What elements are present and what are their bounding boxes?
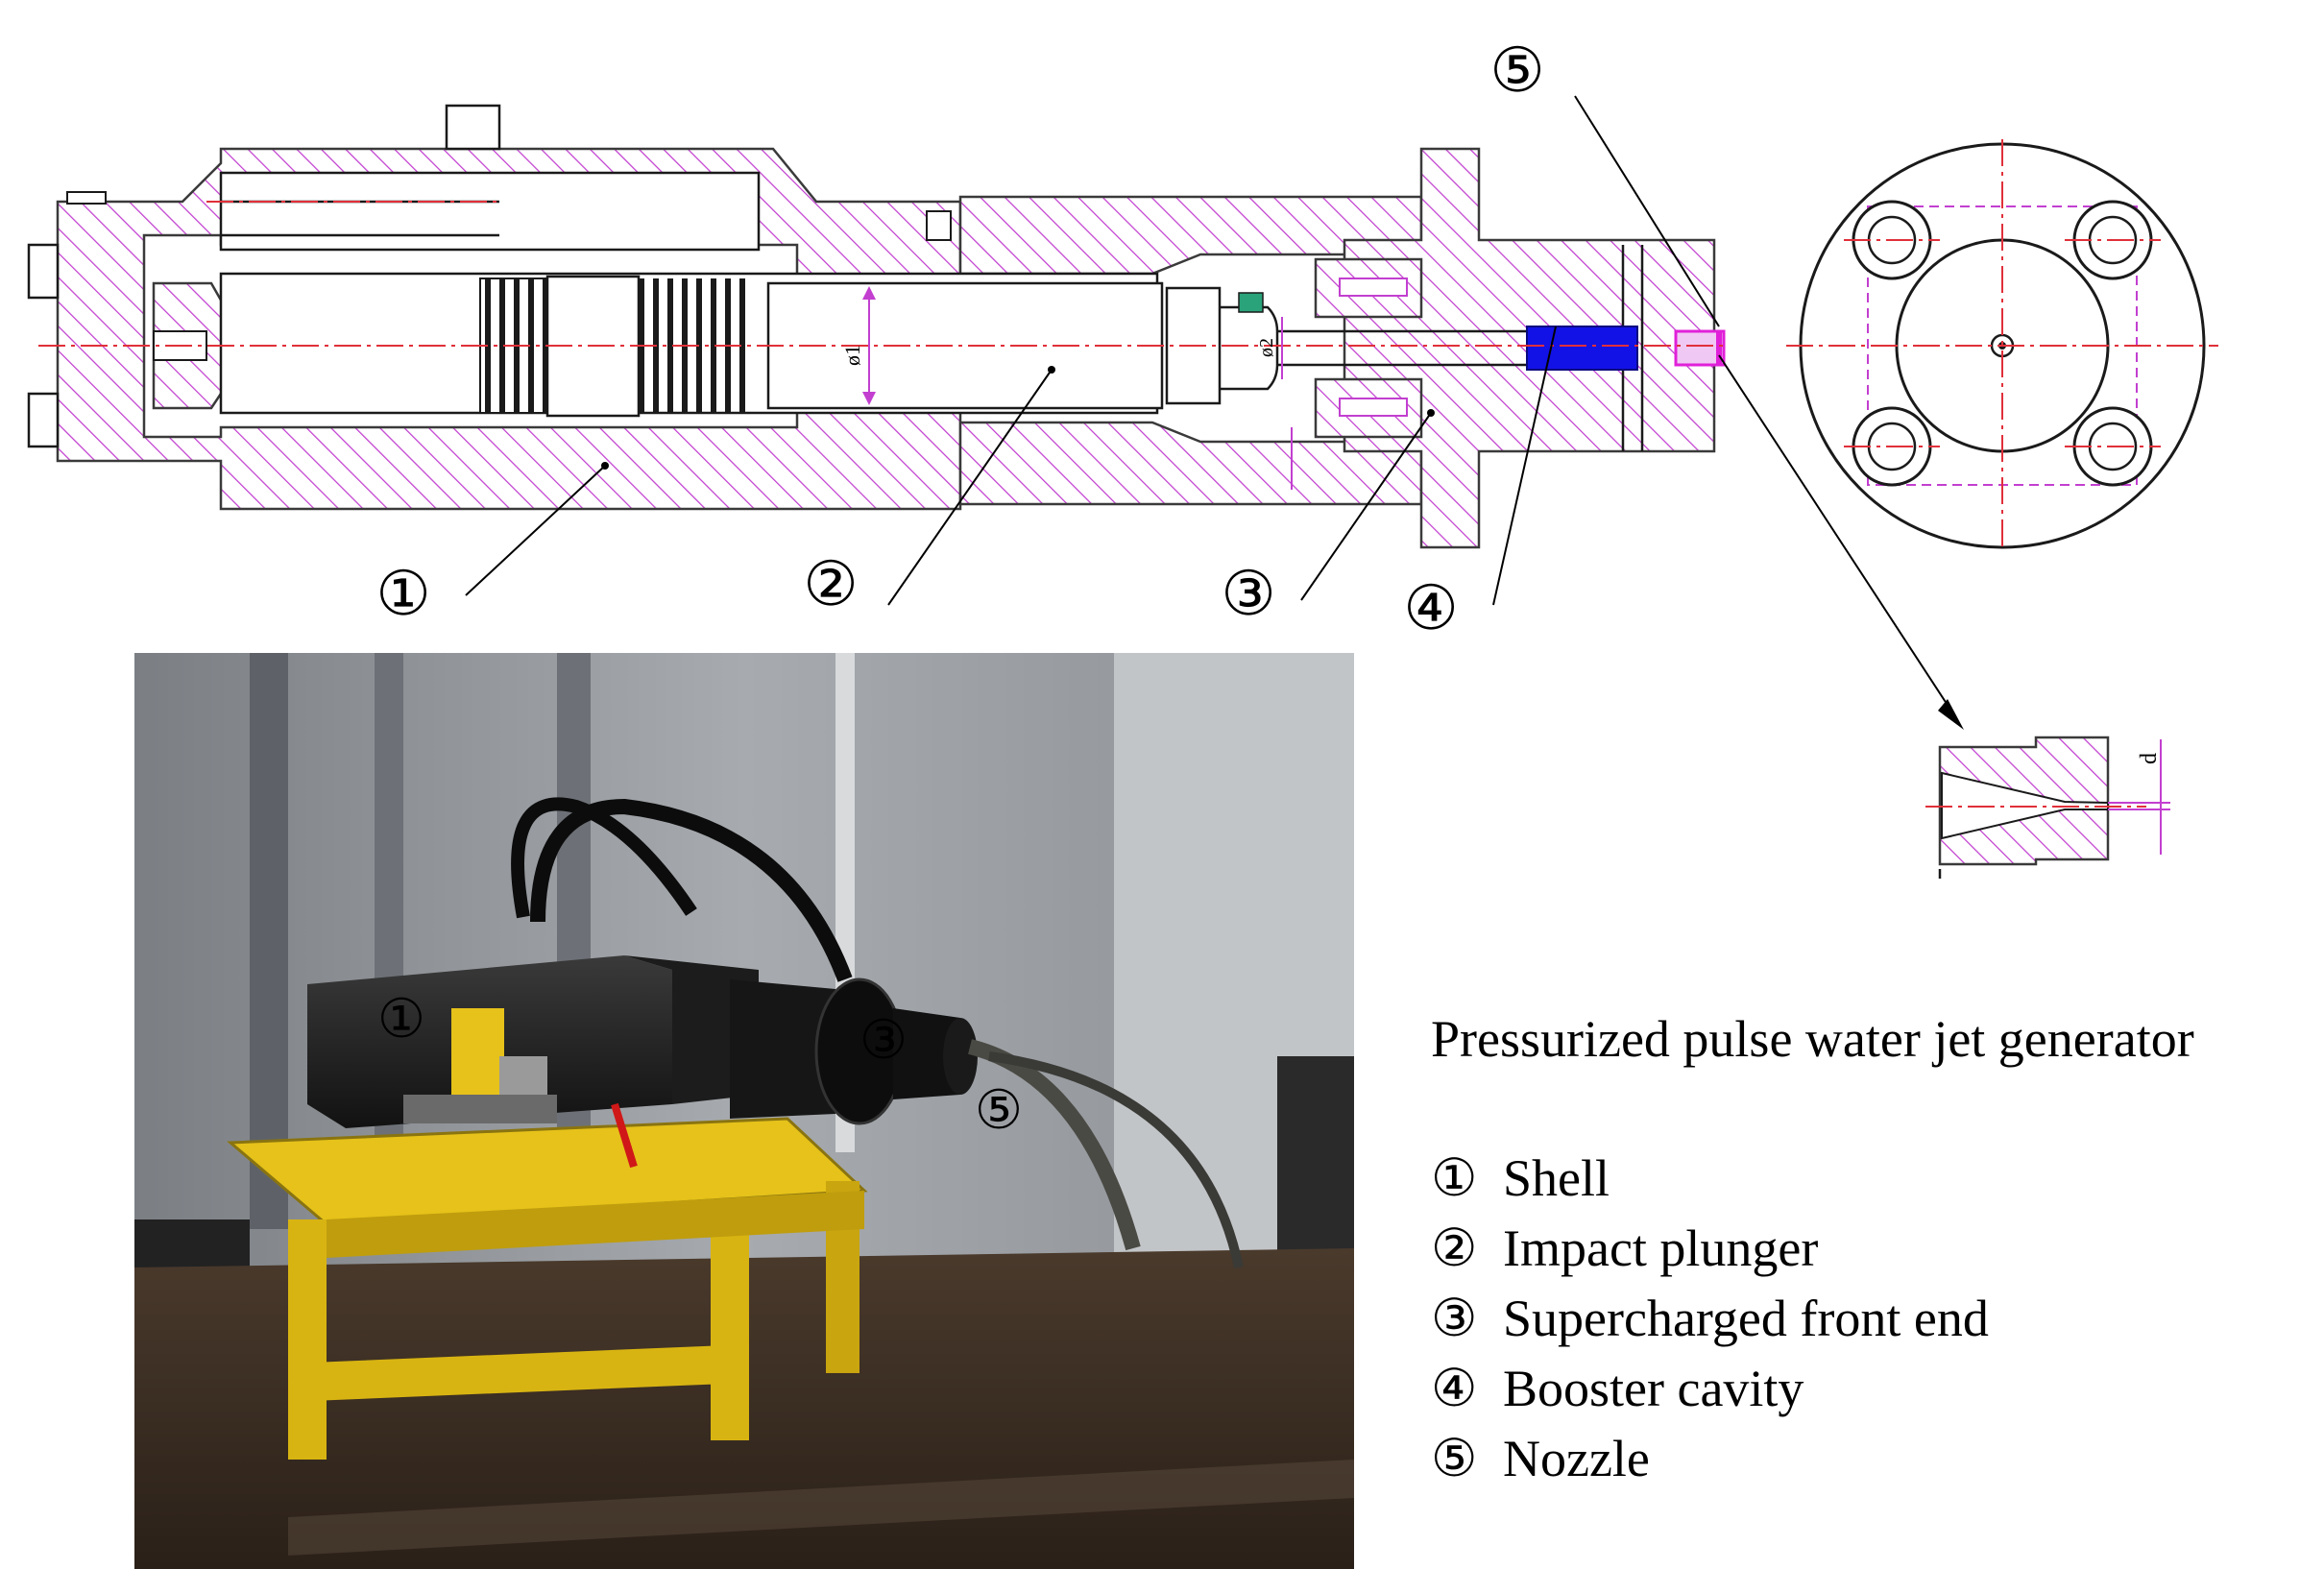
- shell-top-knob: [445, 104, 501, 151]
- equipment-photo: [134, 653, 1354, 1569]
- nozzle-detail: d: [1925, 736, 2170, 879]
- cross-section-drawing: ø1 ø2: [27, 104, 1729, 549]
- drawing-label-1: ①: [375, 560, 430, 628]
- shell-channel: [219, 171, 761, 252]
- legend-item-1-text: Shell: [1503, 1149, 1610, 1207]
- flange-bolt-holes: [1844, 200, 2161, 487]
- dimension-d: d: [2137, 753, 2162, 764]
- flange-end-view: [1786, 139, 2218, 552]
- dimension-phi2: ø2: [1256, 338, 1277, 357]
- legend-item-4-num: ④: [1431, 1360, 1477, 1417]
- photo-label-5: ⑤: [975, 1081, 1023, 1141]
- drawing-label-2: ②: [803, 550, 858, 618]
- nozzle-part: [1674, 329, 1726, 367]
- legend-item-5-num: ⑤: [1431, 1430, 1477, 1487]
- drawing-label-4: ④: [1403, 574, 1458, 642]
- legend-item-3-text: Supercharged front end: [1503, 1290, 1989, 1347]
- booster-cavity: [1526, 326, 1638, 371]
- photo-label-1: ①: [377, 990, 425, 1050]
- drawing-label-3: ③: [1221, 560, 1275, 628]
- legend-title: Pressurized pulse water jet generator: [1431, 1010, 2194, 1068]
- legend-item-1-num: ①: [1431, 1149, 1477, 1207]
- drawing-label-5: ⑤: [1489, 36, 1544, 105]
- legend-item-3-num: ③: [1431, 1290, 1477, 1347]
- generator-machine: [307, 797, 1244, 1269]
- yellow-support-frame: [227, 1117, 868, 1460]
- legend: Pressurized pulse water jet generator ① …: [1431, 1010, 2194, 1487]
- legend-item-2-text: Impact plunger: [1503, 1219, 1818, 1277]
- photo-label-3: ③: [859, 1011, 908, 1071]
- legend-item-4-text: Booster cavity: [1503, 1360, 1804, 1417]
- dimension-phi1: ø1: [840, 345, 864, 366]
- legend-item-2-num: ②: [1431, 1219, 1477, 1277]
- legend-item-5-text: Nozzle: [1503, 1430, 1650, 1487]
